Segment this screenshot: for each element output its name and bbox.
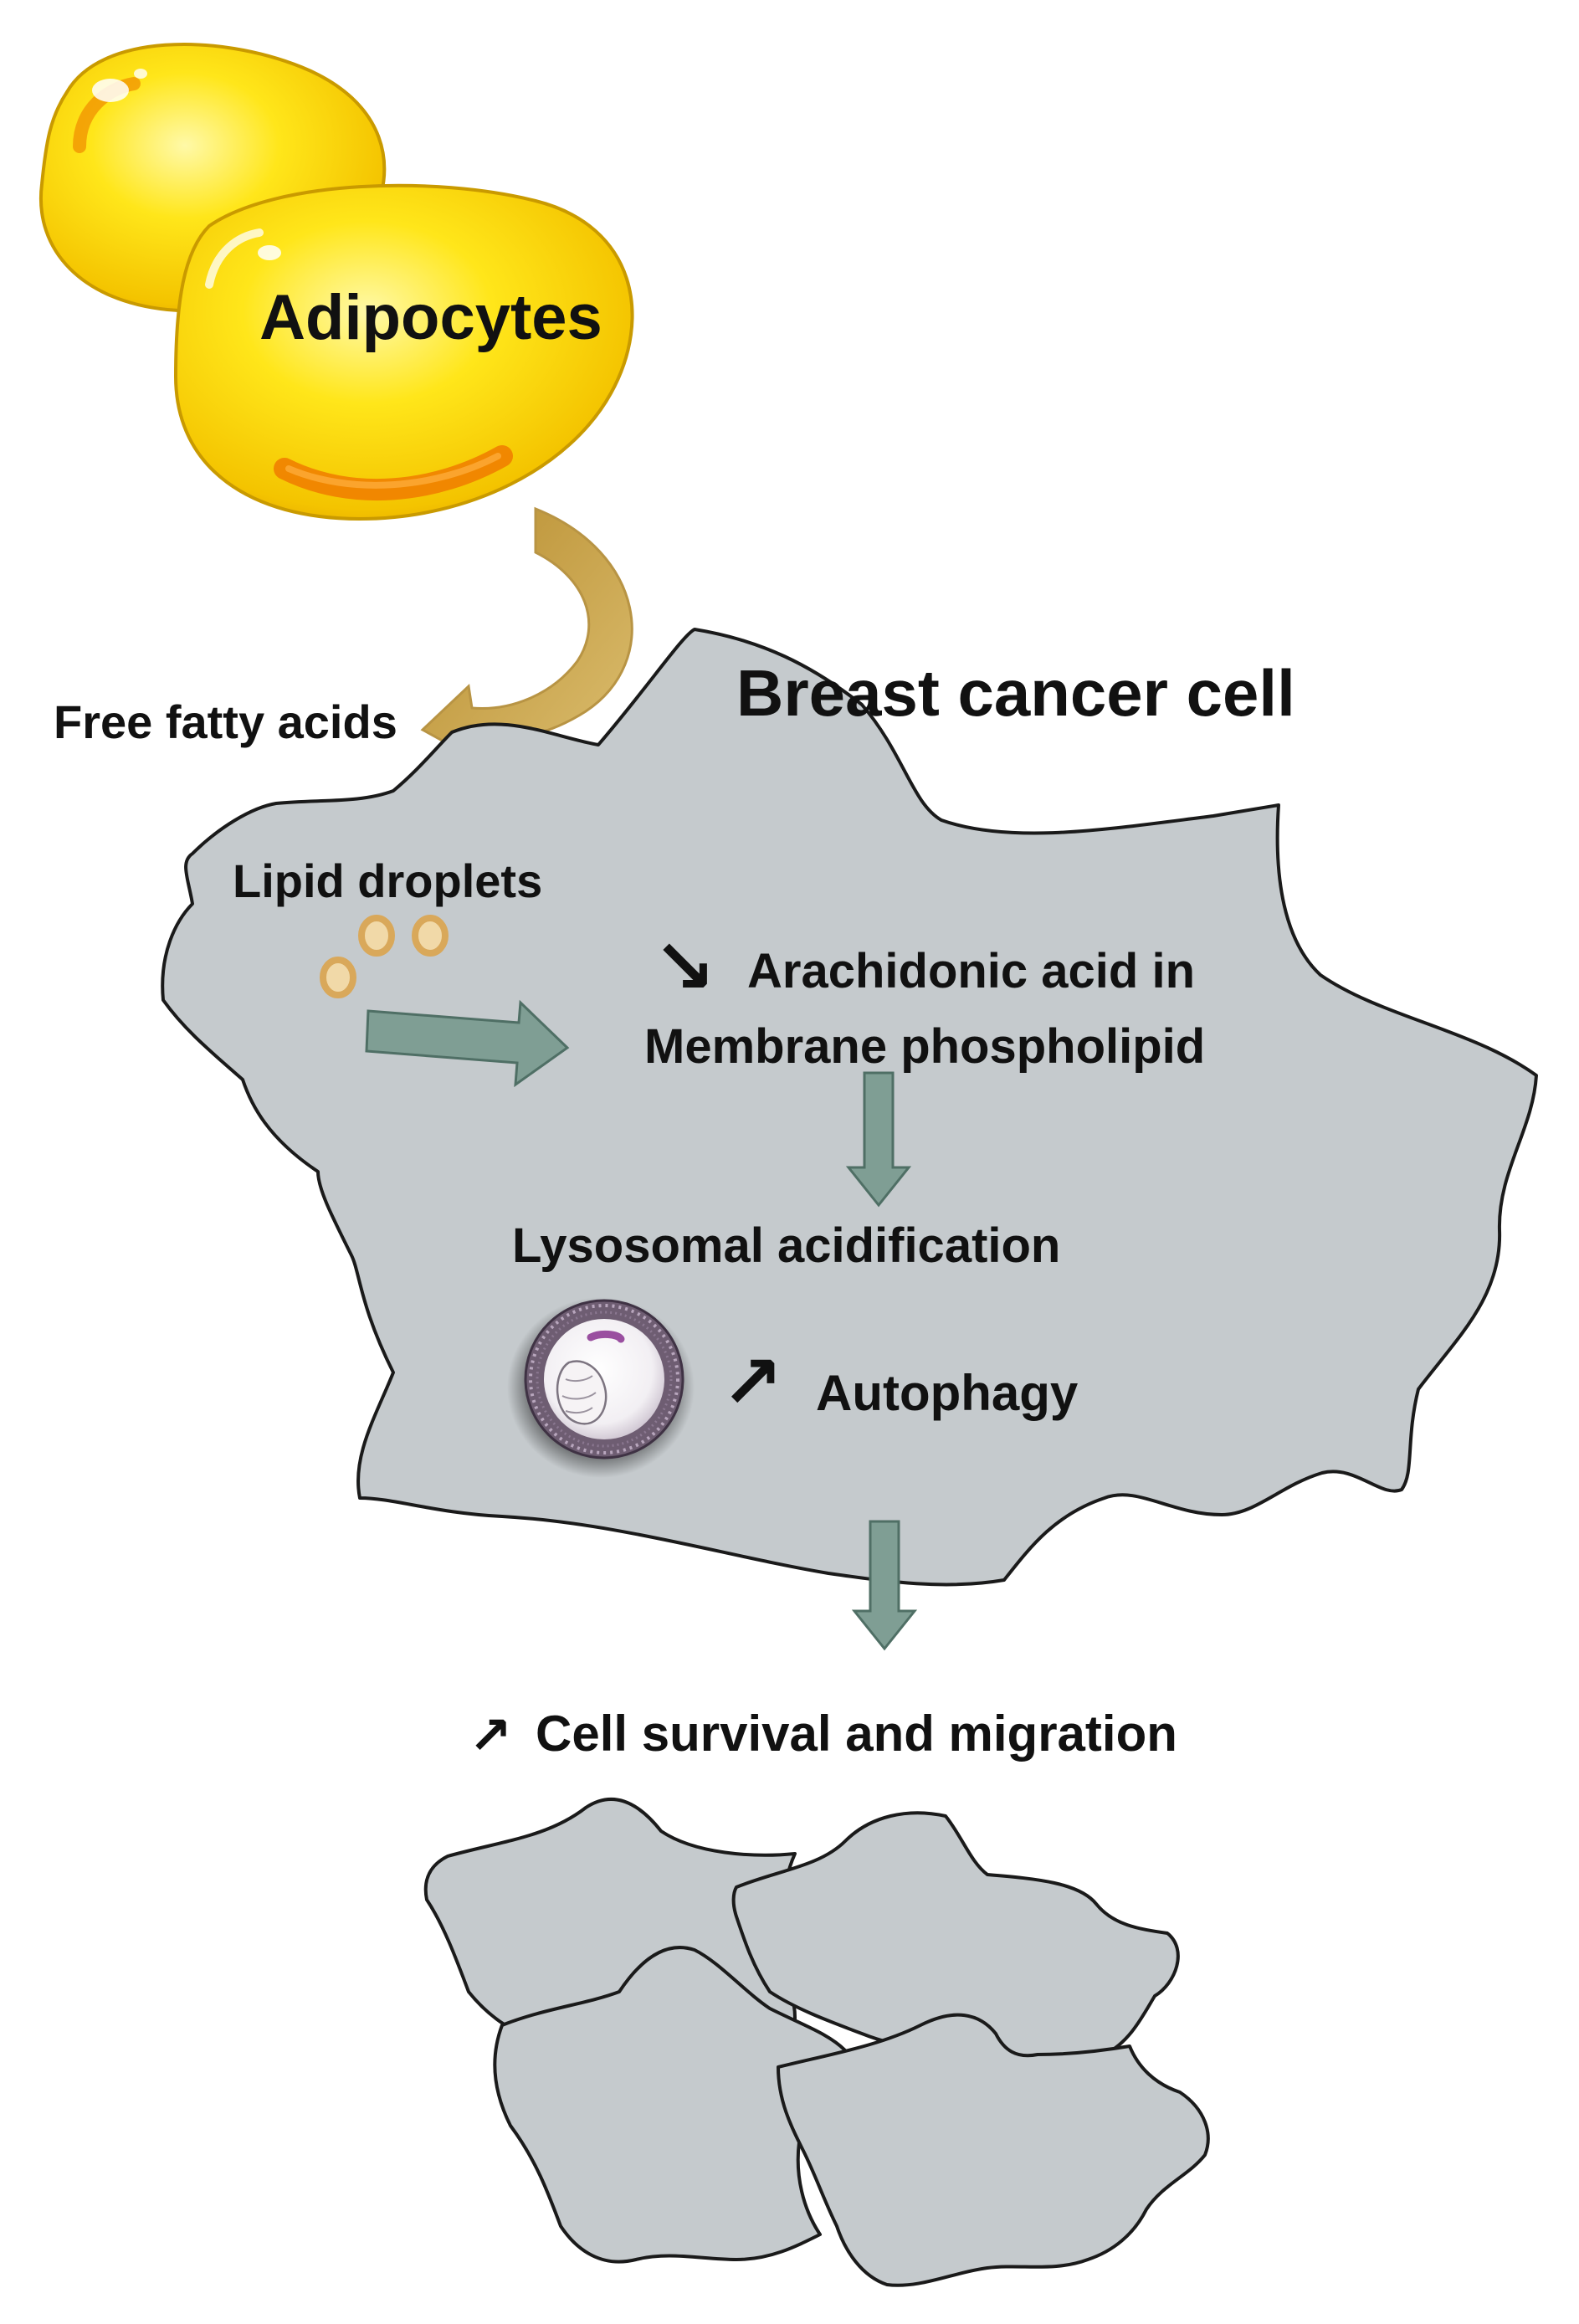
arachidonic-acid-label: Arachidonic acid in (747, 944, 1195, 998)
curved-arrow-icon (420, 506, 633, 764)
breast-cancer-cell-shape (161, 628, 1538, 1587)
lipid-droplet-icons (320, 915, 449, 998)
lysosomal-acidification-label: Lysosomal acidification (512, 1218, 1060, 1273)
cell-survival-increase-icon: ↗ (469, 1707, 512, 1765)
green-arrow-down-icon (845, 1071, 912, 1208)
migrating-cell-shape (731, 1811, 1180, 2065)
adipocytes-label: Adipocytes (259, 282, 602, 353)
adipocyte-front (173, 183, 634, 521)
free-fatty-acids-label: Free fatty acids (54, 695, 397, 748)
migrating-cells-cluster (423, 1797, 1210, 2287)
decrease-arrow-icon: ↘ (653, 926, 715, 1009)
increase-arrow-icon: ↗ (721, 1341, 783, 1424)
lipid-droplet-icon (320, 957, 356, 998)
lipid-droplets-label: Lipid droplets (233, 854, 542, 907)
membrane-phospholipid-label: Membrane phospholipid (644, 1019, 1205, 1074)
migrating-cell-shape (493, 1946, 847, 2264)
adipocytes-group: Adipocytes (38, 42, 634, 521)
migrating-cell-shape (777, 2013, 1210, 2287)
breast-cancer-cell-label: Breast cancer cell (736, 656, 1295, 730)
lipid-droplet-icon (412, 915, 449, 957)
autophagy-label: Autophagy (816, 1365, 1079, 1421)
cell-survival-label: Cell survival and migration (536, 1706, 1177, 1762)
green-arrow-down-lower-icon (851, 1520, 918, 1651)
lipid-droplet-icon (358, 915, 395, 957)
autophagosome-icon (507, 1297, 695, 1478)
green-arrow-right-icon (365, 999, 570, 1088)
